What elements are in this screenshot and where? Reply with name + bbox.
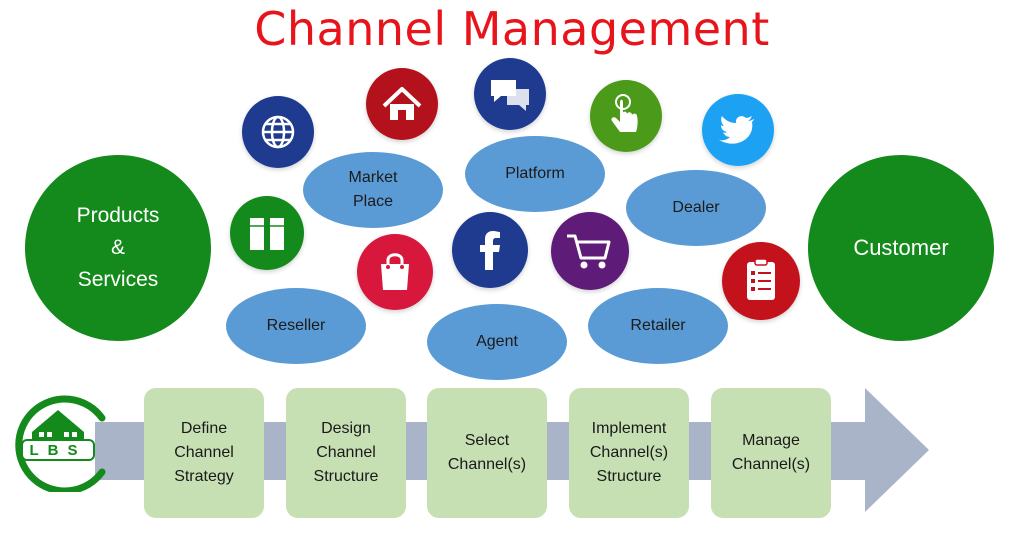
channel-reseller-label: Reseller xyxy=(266,317,326,334)
channel-platform-label: Platform xyxy=(505,165,565,182)
facebook-icon xyxy=(452,212,528,288)
step-label: Manage Channel(s) xyxy=(731,432,811,473)
home-icon xyxy=(366,68,438,140)
chat-icon xyxy=(474,58,546,130)
channel-market-place-label: Market Place xyxy=(348,169,398,210)
svg-text:LBS: LBS xyxy=(30,442,87,459)
products-services-circle: Products & Services xyxy=(25,155,211,341)
touch-icon xyxy=(590,80,662,152)
globe-icon xyxy=(242,96,314,168)
lbs-logo: LBS xyxy=(15,395,106,492)
step-manage-channels: Manage Channel(s) xyxy=(711,388,831,518)
channel-retailer: Retailer xyxy=(588,288,728,364)
channel-agent-label: Agent xyxy=(476,333,518,350)
step-label: Define Channel Strategy xyxy=(174,420,234,485)
step-design-structure: Design Channel Structure xyxy=(286,388,406,518)
customer-label: Customer xyxy=(853,235,949,260)
channel-platform: Platform xyxy=(465,136,605,212)
step-implement-structure: Implement Channel(s) Structure xyxy=(569,388,689,518)
channel-reseller: Reseller xyxy=(226,288,366,364)
step-label: Design Channel Structure xyxy=(313,420,379,485)
shopping-bag-icon xyxy=(357,234,433,310)
channel-market-place: Market Place xyxy=(303,152,443,228)
step-label: Implement Channel(s) Structure xyxy=(589,420,669,485)
channel-dealer: Dealer xyxy=(626,170,766,246)
step-label: Select Channel(s) xyxy=(447,432,527,473)
box-icon xyxy=(230,196,304,270)
step-define-strategy: Define Channel Strategy xyxy=(144,388,264,518)
channel-agent: Agent xyxy=(427,304,567,380)
twitter-icon xyxy=(702,94,774,166)
channel-retailer-label: Retailer xyxy=(630,317,686,334)
page-title: Channel Management xyxy=(254,2,770,56)
cart-icon xyxy=(551,212,629,290)
customer-circle: Customer xyxy=(808,155,994,341)
step-select-channels: Select Channel(s) xyxy=(427,388,547,518)
clipboard-icon xyxy=(722,242,800,320)
products-services-label: Products & Services xyxy=(76,204,160,291)
channel-dealer-label: Dealer xyxy=(672,199,720,216)
